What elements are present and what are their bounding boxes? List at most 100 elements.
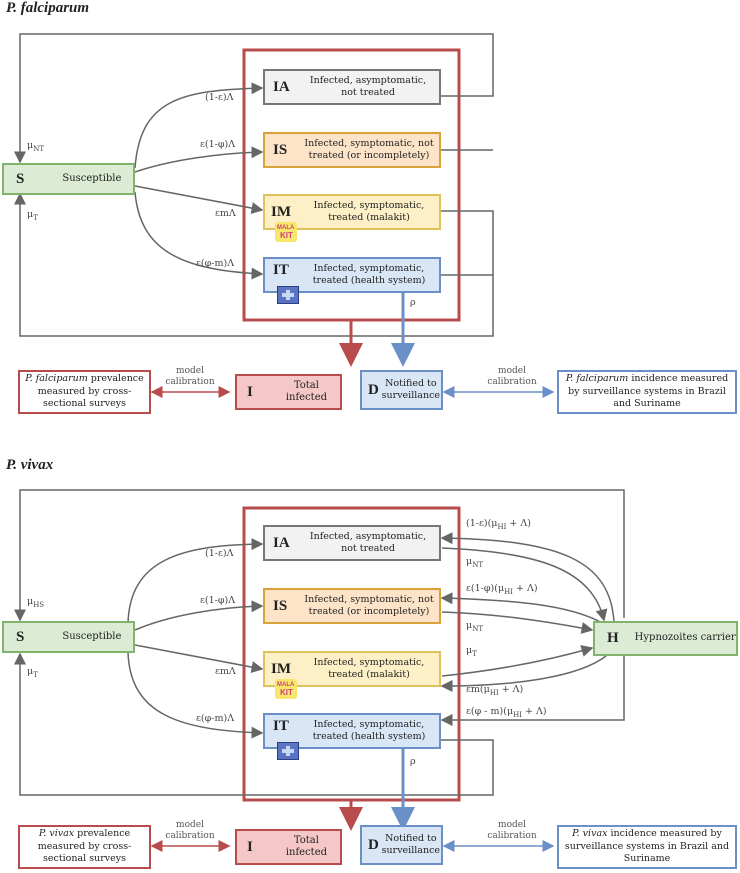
pv-label-to-it: ε(φ-m)Λ [196,713,235,724]
pf-calib-right: model calibration [487,366,537,388]
pv-im-desc: Infected, symptomatic, treated (malakit) [313,657,425,680]
pf-ia-box: IA Infected, asymptomatic, not treated [263,69,441,105]
pv-prevalence-text: prevalence measured by cross-sectional s… [37,828,132,865]
pv-s-desc: Susceptible [62,630,122,642]
pf-im-code: IM [271,203,291,220]
pv-s-to-im-arrow [134,644,264,673]
pv-is-to-h-arrow [441,611,594,634]
pv-ia-to-h-arrow [441,547,608,622]
pf-s-to-is-arrow [134,146,264,173]
pf-d-desc: Notified to surveillance [381,378,441,401]
pv-h-desc: Hypnozoites carrier [634,632,736,644]
pf-malakit-text-2: KIT [280,231,293,240]
pf-prevalence-text: prevalence measured by cross-sectional s… [37,373,144,410]
pv-h-to-s-arrow [14,489,625,622]
pv-malakit-text-1: MALA [277,682,295,688]
pv-calib-right: model calibration [487,820,537,842]
pv-label-h-to-it: ε(φ - m)(μHI + Λ) [466,706,547,719]
pv-label-to-im: εmΛ [215,666,236,677]
pv-label-h-to-is: ε(1-φ)(μHI + Λ) [466,583,538,596]
pv-it-code: IT [273,717,289,734]
pv-s-to-it-arrow [127,651,264,739]
pf-health-cross-icon [277,286,299,304]
pf-label-to-im: εmΛ [215,208,236,219]
pv-s-to-is-arrow [134,600,264,631]
pf-d-code: D [368,381,379,398]
pv-is-desc: Infected, symptomatic, not treated (or i… [304,594,434,617]
pf-s-to-it-arrow [134,191,264,280]
pf-d-box: D Notified to surveillance [360,370,443,410]
pv-malakit-text-2: KIT [280,688,293,697]
pf-incidence-species: P. falciparum [565,373,629,385]
pf-label-mu-t: μT [27,209,38,222]
pv-i-desc: Total infected [285,834,328,859]
pv-ia-box: IA Infected, asymptomatic, not treated [263,525,441,561]
pv-h-to-it-arrow [440,656,625,726]
pv-incidence-box: P. vivax incidence measured by surveilla… [557,825,737,869]
pf-s-to-ia-arrow [134,82,264,169]
pv-calib-left: model calibration [165,820,215,842]
pf-s-box: S Susceptible [2,163,135,195]
pf-outer-loop-arrow [14,33,494,164]
pf-label-to-is: ε(1-φ)Λ [200,139,236,150]
pf-i-desc: Total infected [285,379,328,404]
pv-it-to-s-arrow [14,652,494,796]
pv-d-box: D Notified to surveillance [360,825,443,865]
pf-incidence-box: P. falciparum incidence measured by surv… [557,370,737,414]
pv-d-desc: Notified to surveillance [381,833,441,856]
pv-h-to-im-arrow [440,655,607,692]
pf-incidence-text: incidence measured by surveillance syste… [568,373,729,410]
pv-incidence-text: incidence measured by surveillance syste… [564,828,730,865]
pf-s-desc: Susceptible [62,172,122,184]
pv-ia-code: IA [273,534,290,551]
pv-is-box: IS Infected, symptomatic, not treated (o… [263,588,441,624]
pv-label-rho: ρ [410,756,416,767]
pv-i-code: I [247,838,253,855]
pv-label-ia-mu: μNT [466,556,483,569]
pf-section-title: P. falciparum [6,0,90,16]
pf-prevalence-box: P. falciparum prevalence measured by cro… [18,370,151,414]
pf-label-to-ia: (1-ε)Λ [205,92,234,103]
pv-ia-desc: Infected, asymptomatic, not treated [309,531,427,554]
pf-s-to-im-arrow [134,185,264,214]
pv-h-box: H Hypnozoites carrier [593,621,738,656]
pf-prevalence-species: P. falciparum [25,373,88,385]
pf-is-code: IS [273,141,288,158]
pv-s-to-ia-arrow [127,538,264,624]
pv-im-to-h-arrow [441,645,594,677]
pv-label-h-to-ia: (1-ε)(μHI + Λ) [466,518,531,531]
pv-label-to-is: ε(1-φ)Λ [200,595,236,606]
pf-label-rho: ρ [410,297,416,308]
pv-prevalence-species: P. vivax [38,828,75,840]
pf-calib-left: model calibration [165,366,215,388]
pv-label-is-mu: μNT [466,620,483,633]
pf-it-desc: Infected, symptomatic, treated (health s… [312,263,426,286]
pf-im-desc: Infected, symptomatic, treated (malakit) [313,200,425,223]
pf-i-code: I [247,383,253,400]
pf-label-to-it: ε(φ-m)Λ [196,258,235,269]
pv-d-code: D [368,836,379,853]
pv-prevalence-box: P. vivax prevalence measured by cross-se… [18,825,151,869]
pf-s-code: S [16,170,25,187]
pv-label-h-to-im: εm(μHI + Λ) [466,684,524,697]
pv-im-code: IM [271,660,291,677]
pv-label-to-ia: (1-ε)Λ [205,548,234,559]
pf-malakit-text-1: MALA [277,225,295,231]
pv-h-code: H [607,630,619,646]
pv-label-mu-hs: μHS [27,596,45,609]
pv-is-code: IS [273,597,288,614]
pv-i-box: I Total infected [235,829,342,865]
pf-it-code: IT [273,261,289,278]
pf-is-box: IS Infected, symptomatic, not treated (o… [263,132,441,168]
pf-im-return [14,192,494,337]
pv-h-to-ia-arrow [440,532,615,623]
pv-label-mu-t: μT [27,666,38,679]
pv-s-box: S Susceptible [2,621,135,653]
pv-section-title: P. vivax [6,457,54,473]
pv-malakit-icon: MALA KIT [275,679,297,699]
pf-is-desc: Infected, symptomatic, not treated (or i… [304,138,434,161]
pv-it-desc: Infected, symptomatic, treated (health s… [312,719,426,742]
pv-incidence-species: P. vivax [572,828,608,840]
pf-ia-desc: Infected, asymptomatic, not treated [309,75,427,98]
